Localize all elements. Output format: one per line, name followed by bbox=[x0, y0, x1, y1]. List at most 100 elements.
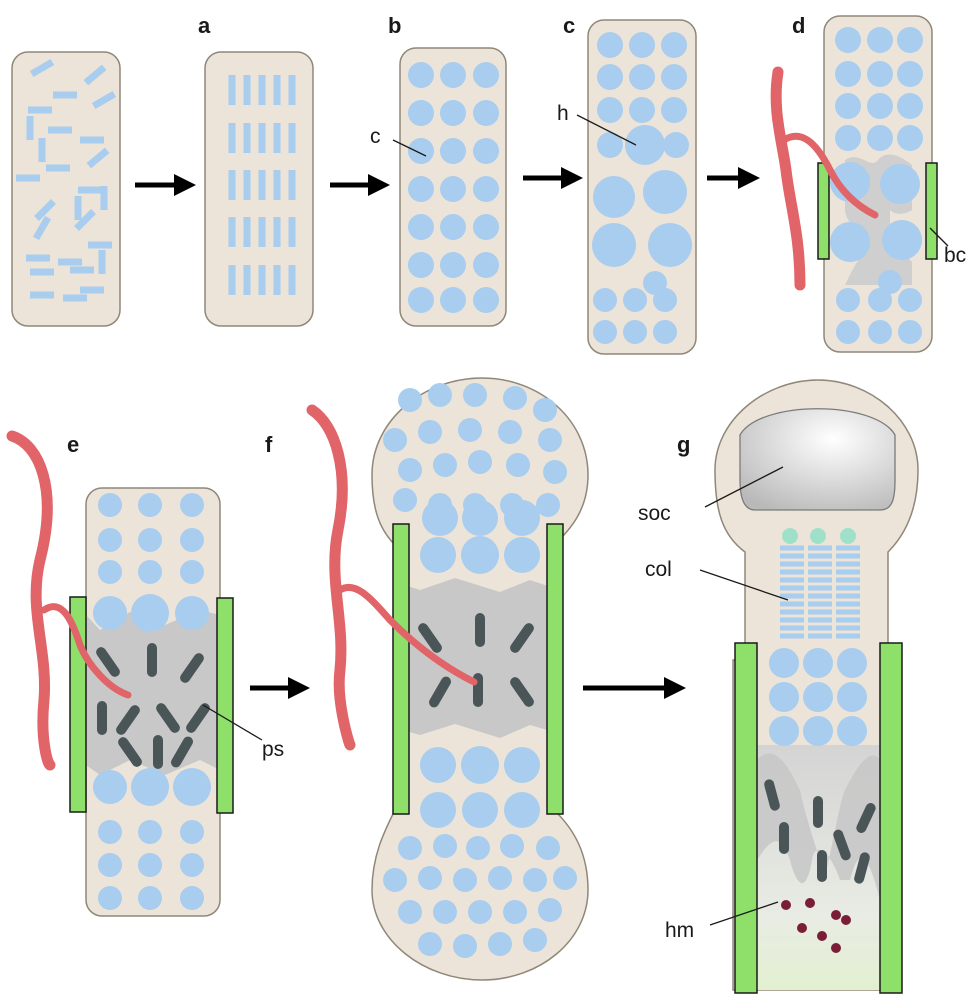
chondrocyte-cell bbox=[543, 460, 567, 484]
chondrocyte-cell bbox=[458, 418, 482, 442]
chondrocyte-cell bbox=[803, 682, 833, 712]
hematopoietic-marrow-cell bbox=[831, 943, 841, 953]
chondrocyte-cell bbox=[661, 64, 687, 90]
aligned-mesenchymal-cell bbox=[243, 217, 251, 247]
chondrocyte-cell bbox=[138, 820, 162, 844]
mesenchymal-cell bbox=[98, 250, 106, 274]
chondrocyte-cell bbox=[408, 138, 434, 164]
osteoblast-cell bbox=[833, 829, 851, 861]
chondrocyte-cell bbox=[453, 868, 477, 892]
bone-collar-left-f bbox=[392, 523, 410, 815]
osteoblast-cell bbox=[429, 676, 451, 708]
panel-label-c: c bbox=[563, 13, 575, 38]
chondrocyte-cell bbox=[433, 900, 457, 924]
chondrocyte-cell bbox=[473, 252, 499, 278]
chondrocyte-cell bbox=[837, 682, 867, 712]
chondrocyte-cell bbox=[138, 493, 162, 517]
hypertrophic-chondrocyte bbox=[593, 176, 635, 218]
aligned-mesenchymal-cell bbox=[258, 75, 266, 105]
mesenchymal-cell bbox=[30, 291, 54, 299]
mesenchymal-cell bbox=[83, 64, 107, 86]
hypertrophic-chondrocyte bbox=[420, 747, 456, 783]
proliferating-chondrocyte bbox=[836, 593, 860, 599]
chondrocyte-cell bbox=[503, 900, 527, 924]
chondrocyte-cell bbox=[408, 287, 434, 313]
panel-label-g: g bbox=[677, 432, 690, 457]
label-ps-primary-spongiosa: ps bbox=[262, 738, 284, 761]
hypertrophic-chondrocyte bbox=[504, 537, 540, 573]
aligned-mesenchymal-cell bbox=[273, 170, 281, 200]
proliferating-chondrocyte bbox=[780, 585, 804, 591]
hypertrophic-chondrocyte bbox=[597, 132, 623, 158]
chondrocyte-cell bbox=[393, 488, 417, 512]
hypertrophic-chondrocyte bbox=[663, 132, 689, 158]
osteoblast-cell bbox=[813, 796, 823, 828]
osteoblast-cell bbox=[97, 701, 107, 735]
aligned-mesenchymal-cell bbox=[228, 75, 236, 105]
proliferating-chondrocyte bbox=[780, 593, 804, 599]
arrow-4 bbox=[707, 167, 760, 189]
chondrocyte-cell bbox=[440, 252, 466, 278]
hypertrophic-chondrocyte bbox=[175, 596, 209, 630]
hypertrophic-chondrocyte bbox=[422, 500, 458, 536]
proliferating-chondrocyte bbox=[808, 585, 832, 591]
proliferating-chondrocyte bbox=[808, 553, 832, 559]
proliferating-chondrocyte bbox=[780, 625, 804, 631]
hypertrophic-chondrocyte bbox=[592, 223, 636, 267]
mesenchymal-cell bbox=[88, 241, 112, 249]
osteoblast-cell bbox=[156, 703, 180, 733]
chondrocyte-cell bbox=[803, 648, 833, 678]
chondrocyte-cell bbox=[593, 288, 617, 312]
aligned-mesenchymal-cell bbox=[228, 265, 236, 295]
chondrocyte-cell bbox=[468, 450, 492, 474]
chondrocyte-cell bbox=[867, 125, 893, 151]
mesenchymal-cell bbox=[74, 209, 96, 231]
bone-collar-left-g bbox=[734, 642, 758, 994]
chondrocyte-cell bbox=[466, 836, 490, 860]
aligned-mesenchymal-cell bbox=[288, 75, 296, 105]
chondrocyte-cell bbox=[488, 866, 512, 890]
chondrocyte-cell bbox=[98, 886, 122, 910]
mesenchymal-cell bbox=[74, 196, 82, 220]
proliferating-chondrocyte bbox=[836, 561, 860, 567]
aligned-mesenchymal-cell bbox=[258, 123, 266, 153]
proliferating-chondrocyte bbox=[808, 617, 832, 623]
chondrocyte-cell bbox=[98, 493, 122, 517]
hypertrophic-chondrocyte bbox=[173, 768, 211, 806]
arrow-3 bbox=[523, 167, 583, 189]
aligned-mesenchymal-cell bbox=[258, 265, 266, 295]
chondrocyte-cell bbox=[408, 100, 434, 126]
mesenchymal-cell bbox=[30, 268, 54, 276]
chondrocyte-cell bbox=[503, 386, 527, 410]
chondrocyte-cell bbox=[661, 32, 687, 58]
mesenchymal-cell bbox=[86, 147, 110, 169]
hypertrophic-chondrocyte bbox=[462, 792, 498, 828]
proliferating-chondrocyte bbox=[780, 577, 804, 583]
arrow-1 bbox=[135, 174, 196, 196]
chondrocyte-cell bbox=[500, 834, 524, 858]
label-bc-bone-collar: bc bbox=[944, 244, 966, 267]
resting-chondrocyte bbox=[810, 528, 826, 544]
aligned-mesenchymal-cell bbox=[228, 170, 236, 200]
proliferating-chondrocyte bbox=[808, 625, 832, 631]
bone-collar-right-e bbox=[216, 597, 234, 814]
mesenchymal-cell bbox=[63, 294, 87, 302]
chondrocyte-cell bbox=[837, 648, 867, 678]
chondrocyte-cell bbox=[623, 320, 647, 344]
panel-label-f: f bbox=[265, 432, 273, 457]
mesenchymal-cell bbox=[80, 136, 104, 144]
hypertrophic-chondrocyte bbox=[882, 220, 922, 260]
chondrocyte-cell bbox=[897, 93, 923, 119]
proliferating-chondrocyte bbox=[808, 593, 832, 599]
proliferating-chondrocyte bbox=[836, 569, 860, 575]
hypertrophic-chondrocyte bbox=[462, 500, 498, 536]
chondrocyte-cell bbox=[98, 560, 122, 584]
chondrocyte-cell bbox=[629, 97, 655, 123]
stage-g-secondary-ossification: soc col hm bbox=[638, 379, 919, 994]
hypertrophic-chondrocyte bbox=[643, 170, 687, 214]
hypertrophic-chondrocyte bbox=[504, 792, 540, 828]
bone-collar-right bbox=[925, 162, 938, 260]
chondrocyte-cell bbox=[897, 27, 923, 53]
osteoblast-cell bbox=[817, 850, 827, 882]
panel-label-d: d bbox=[792, 13, 805, 38]
